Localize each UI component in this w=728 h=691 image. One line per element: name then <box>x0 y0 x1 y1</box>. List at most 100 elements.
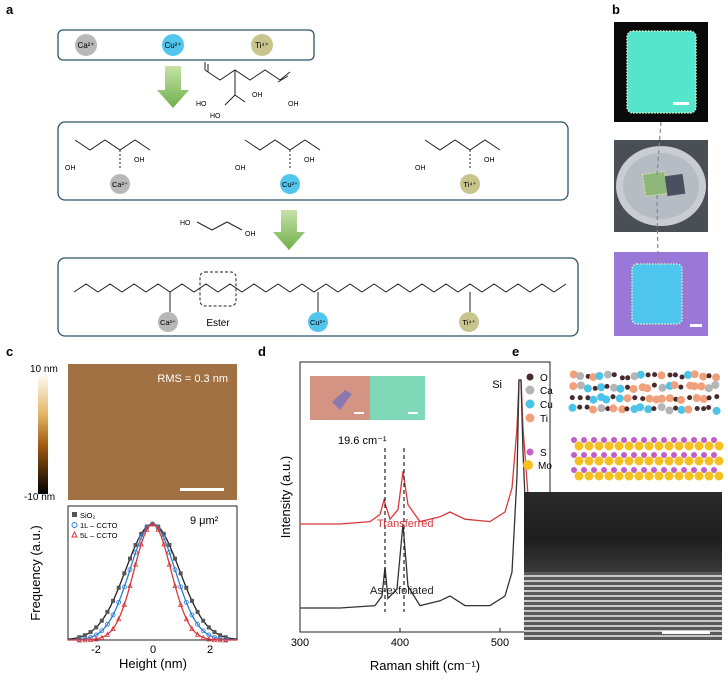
atom-ti <box>657 394 666 403</box>
hist-point <box>195 621 200 627</box>
legend-ca-dot <box>525 385 535 395</box>
atom-ti <box>690 370 699 379</box>
atom-ca <box>704 384 713 393</box>
tem-scale-bar <box>662 631 710 634</box>
hist-point <box>110 612 116 618</box>
atom-o <box>604 383 610 389</box>
atom-s <box>641 437 647 443</box>
atom-s <box>601 437 607 443</box>
hist-point <box>76 637 82 643</box>
film-in-dish <box>642 171 668 197</box>
chelate-ion-circle <box>460 174 480 194</box>
atom-o <box>706 373 712 379</box>
hist-point <box>99 618 104 623</box>
hist-point <box>189 612 195 618</box>
atom-o <box>652 372 658 378</box>
hist-point <box>104 631 111 637</box>
chelate-ion-circle <box>280 174 300 194</box>
hist-point <box>161 531 166 536</box>
atom-ti <box>692 394 701 402</box>
hist-point <box>82 636 88 642</box>
atom-mo <box>574 456 584 466</box>
hist-xtick-0: 0 <box>150 644 156 656</box>
afm-image <box>68 364 237 500</box>
legend-sio2: SiO₂ <box>80 511 96 520</box>
atom-ti <box>609 404 618 413</box>
atom-s <box>661 467 667 473</box>
atom-ti <box>643 384 652 393</box>
atom-s <box>661 452 667 458</box>
legend-sio2-marker <box>72 512 77 517</box>
hist-point <box>166 550 172 555</box>
atom-o <box>619 375 625 381</box>
hist-point <box>121 584 127 590</box>
atom-o <box>584 404 590 410</box>
hist-fit-curve <box>68 523 237 641</box>
atom-ca <box>711 381 720 389</box>
atom-s <box>571 467 577 473</box>
hist-point <box>223 637 229 643</box>
atom-o <box>624 406 630 412</box>
legend-s-dot <box>526 448 534 456</box>
arrow-down-icon-2 <box>273 210 305 250</box>
chelate-oh: OH <box>235 165 246 172</box>
atom-o <box>706 405 712 410</box>
atom-mo <box>644 471 654 481</box>
atom-s <box>711 452 717 458</box>
scale-bar-top <box>673 102 689 105</box>
atom-o <box>667 372 673 378</box>
atom-mo <box>624 471 634 481</box>
raman-xtick-label: 400 <box>391 637 409 649</box>
hist-point <box>211 636 218 643</box>
hist-point <box>212 630 217 635</box>
atom-o <box>651 382 657 388</box>
atom-o <box>569 395 575 401</box>
hist-point <box>105 609 110 614</box>
hist-point <box>166 561 173 567</box>
atom-ti <box>569 382 578 391</box>
atom-s <box>591 437 597 443</box>
atom-s <box>681 467 687 473</box>
chelate-oh-2: OH <box>134 157 145 164</box>
legend-1l-marker <box>71 522 78 528</box>
atom-o <box>645 372 651 378</box>
atom-o <box>673 405 679 411</box>
atom-ca <box>576 372 585 380</box>
atom-cu <box>583 384 592 393</box>
atom-mo <box>614 456 624 466</box>
hist-point <box>217 636 223 642</box>
atom-mo <box>574 441 584 451</box>
raman-series-line-2 <box>300 379 551 609</box>
atom-mo <box>694 456 704 466</box>
atom-mo <box>594 441 604 451</box>
atom-o <box>577 404 583 410</box>
atom-ca <box>597 404 606 413</box>
atom-ti <box>699 372 708 381</box>
legend-s: S <box>540 448 547 459</box>
atom-s <box>601 452 607 458</box>
atom-ti <box>670 381 679 390</box>
atom-ca <box>604 370 612 379</box>
raman-label-transferred: Transferred <box>377 518 433 530</box>
atom-mo <box>644 441 654 451</box>
hist-point <box>127 567 133 573</box>
atom-ti <box>569 370 578 379</box>
legend-ti-dot <box>525 413 535 423</box>
afm-colorbar <box>38 372 48 494</box>
hist-point <box>178 601 184 607</box>
hist-point <box>195 609 200 614</box>
hist-point <box>183 616 189 622</box>
atom-mo <box>674 456 684 466</box>
ion-cu: Cu²⁺ <box>162 34 184 56</box>
hist-point <box>173 556 178 561</box>
chelate-oh-2: OH <box>304 157 315 164</box>
atom-mo <box>684 441 694 451</box>
legend-o-dot <box>526 373 534 381</box>
atom-s <box>691 437 697 443</box>
panel-c: 10 nm -10 nm RMS = 0.3 nm 9 μm² SiO₂ 1L … <box>24 364 238 671</box>
ccto-amorphous-layer <box>568 370 721 415</box>
atom-o <box>577 395 583 401</box>
atom-ca <box>657 403 666 412</box>
hist-point <box>116 585 121 590</box>
